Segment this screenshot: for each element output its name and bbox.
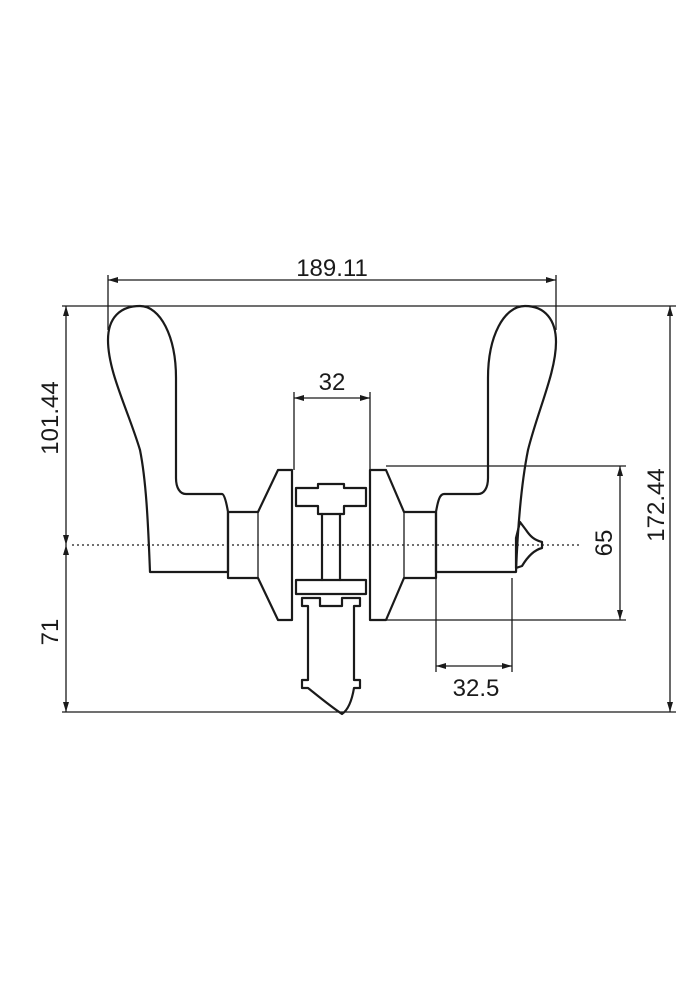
arrowhead [617, 466, 623, 476]
spindle-upper-frame [294, 482, 368, 516]
spindle-assembly [294, 482, 368, 716]
left-rose [226, 468, 294, 622]
left-lever-grip [106, 304, 230, 574]
dimension-overall-height: 172.44 [643, 306, 673, 712]
spindle-lower-frame [294, 578, 368, 596]
arrowhead [546, 277, 556, 283]
dimension-upper-height: 101.44 [37, 306, 69, 545]
right-rose [368, 468, 438, 622]
dimension-overall-width: 189.11 [107, 255, 557, 330]
latch-body [300, 596, 362, 716]
arrowhead [63, 545, 69, 555]
dimension-label-overall-width: 189.11 [296, 255, 368, 282]
dimension-label-upper-height: 101.44 [37, 381, 64, 454]
arrowhead [63, 702, 69, 712]
arrowhead [667, 306, 673, 316]
dimension-label-rose-height: 65 [591, 530, 618, 557]
arrowhead [617, 610, 623, 620]
arrowhead [502, 663, 512, 669]
arrowhead [63, 535, 69, 545]
dimension-lower-height: 71 [37, 545, 69, 712]
right-lever-handle [368, 304, 558, 622]
arrowhead [360, 395, 370, 401]
arrowhead [294, 395, 304, 401]
arrowhead [63, 306, 69, 316]
dimension-door-thickness: 32 [293, 369, 371, 470]
dimension-rose-height: 65 [386, 465, 626, 621]
arrowhead [667, 702, 673, 712]
dimension-label-lower-height: 71 [37, 619, 64, 646]
right-lever-grip [434, 304, 558, 574]
left-lever-handle [106, 304, 294, 622]
arrowhead [436, 663, 446, 669]
dimension-label-door-thickness: 32 [319, 369, 346, 396]
dimension-rose-depth: 32.5 [435, 578, 513, 702]
arrowhead [108, 277, 118, 283]
dimension-label-rose-depth: 32.5 [453, 675, 500, 702]
dimension-label-overall-height: 172.44 [643, 468, 670, 541]
